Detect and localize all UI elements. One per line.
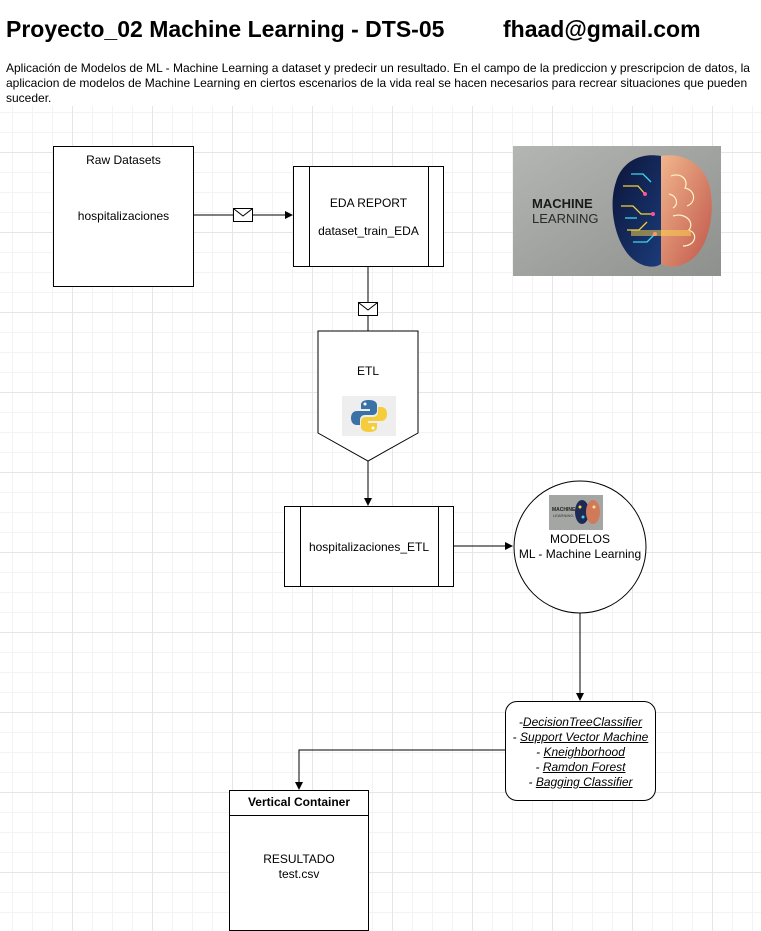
algorithm-item[interactable]: - Bagging Classifier [506, 775, 655, 790]
algorithm-name[interactable]: Bagging Classifier [535, 775, 633, 789]
algorithm-prefix: - [512, 730, 521, 744]
modelos-title: MODELOS [549, 532, 610, 546]
etl-title: ETL [356, 364, 379, 378]
svg-text:MACHINE: MACHINE [552, 507, 576, 513]
algorithm-item[interactable]: - Support Vector Machine [506, 730, 655, 745]
edge-algorithms-to-result [295, 749, 505, 790]
algorithm-name[interactable]: DecisionTreeClassifier [522, 715, 643, 729]
ml-image-line2: LEARNING [532, 211, 598, 226]
etl-output-node[interactable]: hospitalizaciones_ETL [284, 506, 454, 587]
etl-output-name: hospitalizaciones_ETL [308, 540, 430, 554]
modelos-circle[interactable] [513, 480, 647, 614]
ml-image-line1: MACHINE [532, 196, 593, 211]
algorithm-prefix: - [536, 745, 544, 759]
result-label: RESULTADO [263, 852, 335, 866]
eda-report-name: dataset_train_EDA [318, 224, 419, 238]
algorithm-prefix: - [535, 760, 543, 774]
process-bar-left [300, 507, 301, 586]
algorithm-prefix: - [528, 775, 536, 789]
raw-datasets-name: hospitalizaciones [77, 209, 170, 223]
envelope-icon [233, 208, 253, 222]
svg-text:LEARNING: LEARNING [553, 513, 573, 518]
algorithm-item[interactable]: - Ramdon Forest [506, 760, 655, 775]
page-description: Aplicación de Modelos de ML - Machine Le… [6, 61, 750, 105]
raw-datasets-title: Raw Datasets [86, 153, 161, 167]
author-email: fhaad@gmail.com [503, 16, 701, 42]
machine-learning-image: MACHINE LEARNING [513, 146, 721, 276]
brain-icon: MACHINE LEARNING [549, 495, 603, 530]
envelope-icon [358, 302, 378, 316]
process-bar-right [438, 507, 439, 586]
vertical-container[interactable]: Vertical Container RESULTADO test.csv [229, 790, 369, 931]
process-bar-left [309, 167, 310, 266]
raw-datasets-node[interactable]: Raw Datasets hospitalizaciones [53, 146, 194, 287]
algorithm-name[interactable]: Support Vector Machine [520, 730, 649, 744]
result-file: test.csv [278, 867, 320, 881]
modelos-subtitle: ML - Machine Learning [518, 547, 642, 561]
python-icon [342, 396, 396, 436]
vertical-container-title: Vertical Container [230, 791, 368, 816]
algorithm-item[interactable]: -DecisionTreeClassifier [506, 715, 655, 730]
header: Proyecto_02 Machine Learning - DTS-05 fh… [0, 0, 761, 106]
algorithm-prefix: - [518, 715, 523, 729]
algorithms-node[interactable]: -DecisionTreeClassifier - Support Vector… [505, 701, 656, 801]
algorithm-item[interactable]: - Kneighborhood [506, 745, 655, 760]
eda-report-node[interactable]: EDA REPORT dataset_train_EDA [293, 166, 444, 267]
algorithm-name[interactable]: Kneighborhood [543, 745, 625, 759]
algorithm-name[interactable]: Ramdon Forest [542, 760, 626, 774]
eda-report-title: EDA REPORT [329, 196, 408, 210]
page-title: Proyecto_02 Machine Learning - DTS-05 [6, 16, 445, 42]
process-bar-right [428, 167, 429, 266]
